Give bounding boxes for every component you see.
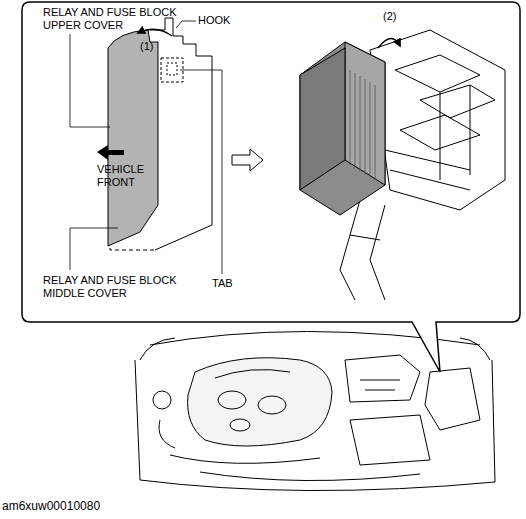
part-name: RELAY AND FUSE BLOCK UPPER COVER [43, 6, 193, 32]
direction-label: VEHICLE FRONT [97, 163, 155, 189]
callout-number: (2) [383, 10, 413, 23]
callout-number: (1) [140, 40, 170, 53]
figure-id: am6xuw00010080 [2, 500, 202, 513]
cover-section-view [108, 18, 212, 250]
part-name: HOOK [198, 14, 248, 27]
direction-arrow [97, 145, 124, 160]
engine-bay [135, 332, 495, 491]
part-name: RELAY AND FUSE BLOCK MIDDLE COVER [43, 274, 193, 300]
step-arrow [232, 149, 263, 171]
leader-lines [70, 21, 222, 274]
part-name: TAB [212, 277, 252, 290]
fuse-block-view [300, 30, 505, 300]
callout-panel [22, 2, 520, 372]
